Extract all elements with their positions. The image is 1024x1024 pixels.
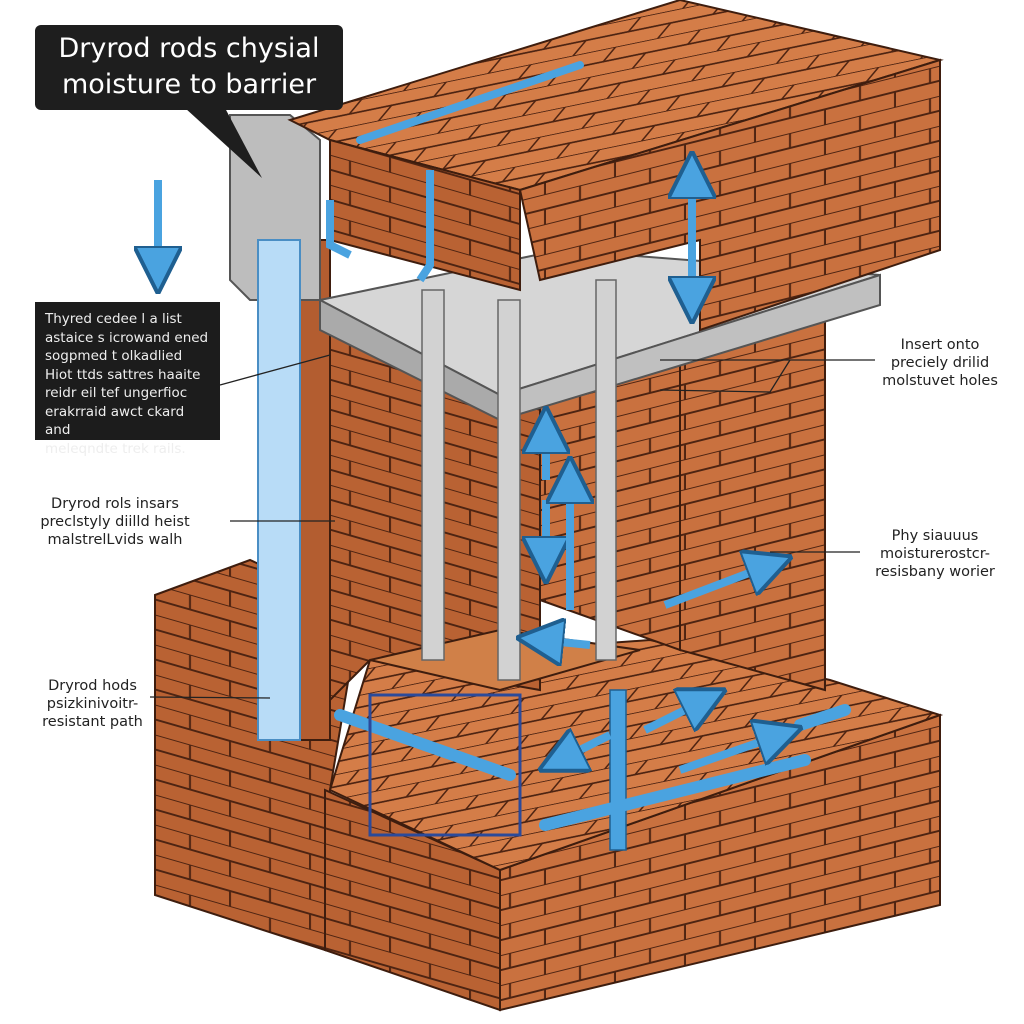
label-insert-holes: Insert onto preciely drilid molstuvet ho… bbox=[872, 336, 1008, 390]
label-line: resistant path bbox=[42, 714, 143, 730]
label-line: molstuvet holes bbox=[882, 373, 998, 389]
flow-arrows bbox=[158, 175, 780, 774]
note-box: Thyred cedee l a list astaice s icrowand… bbox=[35, 302, 220, 457]
label-line: moisturerostcr- bbox=[879, 546, 990, 562]
leader-lines bbox=[149, 354, 875, 699]
side-arrow bbox=[643, 700, 705, 734]
label-line: Dryrod rols insars bbox=[51, 496, 179, 512]
side-arrow bbox=[663, 565, 770, 609]
note-line: astaice s icrowand ened bbox=[45, 329, 209, 346]
label-line: Phy siauuus bbox=[891, 528, 979, 544]
label-physical-barrier: Phy siauuus moisturerostcr- resisbany wo… bbox=[862, 527, 1008, 581]
callout-line: moisture to barrier bbox=[61, 69, 317, 100]
label-line: psizkinivoitr- bbox=[46, 696, 139, 712]
label-line: preciely drilid bbox=[890, 355, 990, 371]
label-line: preclstyly diilld heist bbox=[40, 514, 190, 530]
label-line: Dryrod hods bbox=[48, 678, 137, 694]
title-callout: Dryrod rods chysial moisture to barrier bbox=[35, 25, 343, 110]
side-arrow bbox=[560, 735, 612, 760]
note-line: Thyred cedee l a list bbox=[45, 311, 182, 327]
note-line: erakrraid awct ckard and bbox=[45, 403, 185, 439]
note-line: reidr eil tef ungerfioc bbox=[45, 385, 188, 401]
side-arrow bbox=[678, 735, 780, 774]
note-line: sogpmed t olkadlied bbox=[45, 348, 183, 364]
label-line: resisbany worier bbox=[875, 564, 995, 580]
dryrod-rods bbox=[421, 279, 627, 851]
label-resistant-path: Dryrod hods psizkinivoitr- resistant pat… bbox=[35, 677, 150, 731]
note-line: meleqndte trek rails. bbox=[45, 440, 186, 457]
label-line: Insert onto bbox=[900, 337, 980, 353]
callout-line: Dryrod rods chysial bbox=[58, 33, 320, 64]
callout-pointer bbox=[185, 108, 262, 178]
side-arrow bbox=[540, 640, 591, 645]
note-line: Hiot ttds sattres haaite bbox=[45, 366, 201, 383]
moisture-channels bbox=[257, 61, 851, 837]
top-slab bbox=[287, 0, 944, 332]
label-line: malstrelLvids walh bbox=[47, 532, 183, 548]
label-rods-insert: Dryrod rols insars preclstyly diilld hei… bbox=[30, 495, 200, 549]
